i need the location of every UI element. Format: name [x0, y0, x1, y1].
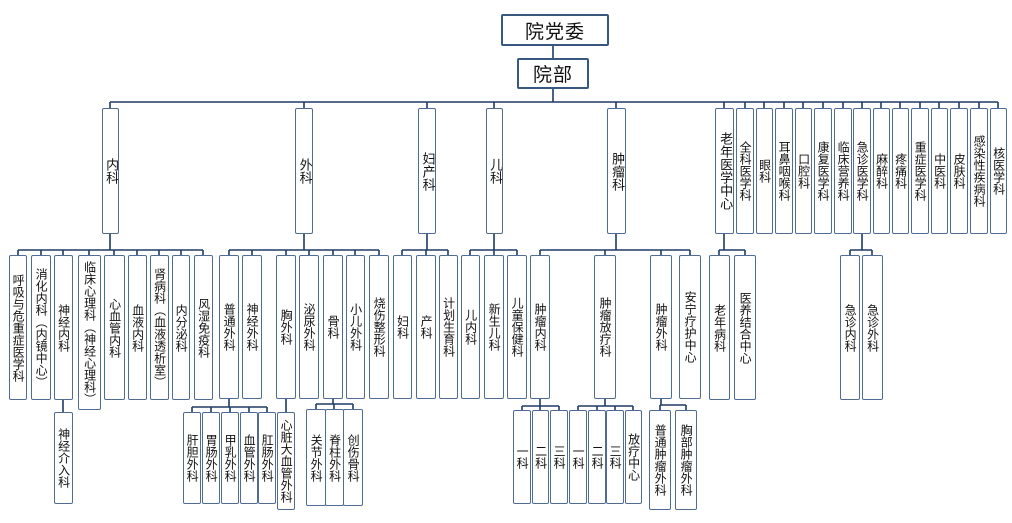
node-endocrinology: 内分泌科 — [172, 255, 190, 400]
node-hematology: 血液内科 — [128, 255, 147, 400]
node-medical-oncology-ward-3: 三科 — [550, 410, 568, 504]
connector-neike — [17, 234, 204, 412]
node-vascular-surgery: 血管外科 — [240, 412, 258, 504]
node-child-health: 儿童保健科 — [507, 255, 527, 399]
node-nuclear-medicine: 核医学科 — [990, 108, 1007, 234]
node-general-surgery: 普通外科 — [219, 255, 239, 399]
node-ophthalmology: 眼科 — [756, 108, 773, 234]
node-neonatology: 新生儿科 — [484, 255, 504, 399]
node-anorectal-surgery: 肛肠外科 — [258, 412, 276, 504]
node-geriatric-center: 老年医学中心 — [715, 108, 734, 234]
node-thyroid-breast-surgery: 甲乳外科 — [221, 412, 239, 504]
node-neurology: 神经内科 — [54, 255, 73, 400]
connector-jizhen — [849, 234, 873, 255]
node-medical-oncology-ward-1: 一科 — [513, 410, 531, 504]
node-surgery: 外科 — [295, 108, 313, 234]
node-internal-medicine: 内科 — [102, 108, 119, 234]
node-pediatric-internal: 儿内科 — [461, 255, 480, 399]
node-pediatrics: 儿科 — [486, 108, 503, 234]
node-emergency-surgery: 急诊外科 — [862, 255, 883, 400]
node-respiratory: 呼吸与危重症医学科 — [9, 255, 27, 400]
node-obstetrics-gynecology: 妇产科 — [418, 108, 436, 234]
node-joint-surgery: 关节外科 — [306, 409, 326, 506]
node-medical-elderly-care-center: 医养结合中心 — [734, 255, 756, 400]
node-clinical-psychology: 临床心理科（神经心理科） — [78, 255, 101, 410]
node-hepatobiliary-surgery: 肝胆外科 — [183, 412, 201, 504]
node-radiation-oncology: 肿瘤放疗科 — [594, 255, 616, 399]
node-gynecology: 妇科 — [393, 255, 412, 399]
node-emergency-internal: 急诊内科 — [840, 255, 860, 400]
node-infectious-disease: 感染性疾病科 — [970, 108, 988, 234]
node-cardiology: 心血管内科 — [104, 255, 125, 400]
node-hospital-administration: 院部 — [517, 58, 589, 89]
node-rheumatology: 风湿免疫科 — [194, 255, 213, 400]
node-oncology: 肿瘤科 — [607, 108, 626, 234]
node-thoracic-surgery: 胸外科 — [276, 255, 296, 399]
node-burns-plastic: 烧伤整形科 — [369, 255, 389, 399]
node-gastroenterology: 消化内科（内镜中心） — [31, 255, 51, 400]
connector-main-drops — [109, 102, 999, 108]
node-neurosurgery: 神经外科 — [242, 255, 262, 399]
node-medical-oncology: 肿瘤内科 — [530, 255, 550, 399]
node-tcm: 中医科 — [931, 108, 948, 234]
node-radiotherapy-ward-3: 三科 — [606, 410, 624, 504]
node-hospital-party-committee: 院党委 — [501, 14, 609, 46]
node-general-surgical-oncology: 普通肿瘤外科 — [649, 410, 671, 510]
connector-waike — [191, 234, 380, 412]
connector-zhongliu — [521, 234, 691, 410]
node-radiotherapy-ward-1: 一科 — [569, 410, 587, 504]
node-orthopedics: 骨科 — [323, 255, 343, 399]
node-neuro-intervention: 神经介入科 — [54, 412, 73, 504]
node-stomatology: 口腔科 — [795, 108, 812, 234]
node-rehabilitation: 康复医学科 — [814, 108, 832, 234]
node-cardiac-great-vessel-surgery: 心脏大血管外科 — [277, 412, 295, 510]
connector-main-trunk — [110, 89, 998, 103]
connector-laonian — [718, 234, 746, 255]
node-ent: 耳鼻咽喉科 — [775, 108, 793, 234]
node-pediatric-surgery: 小儿外科 — [346, 255, 365, 399]
node-obstetrics: 产科 — [416, 255, 436, 399]
node-hospice-center: 安宁疗护中心 — [679, 255, 701, 399]
node-spine-surgery: 脊柱外科 — [325, 409, 344, 506]
node-medical-oncology-ward-2: 二科 — [532, 410, 549, 504]
node-anesthesiology: 麻醉科 — [873, 108, 890, 234]
node-critical-care: 重症医学科 — [911, 108, 929, 234]
node-family-planning: 计划生育科 — [439, 255, 458, 399]
node-trauma-orthopedics: 创伤骨科 — [343, 409, 363, 506]
node-clinical-nutrition: 临床营养科 — [834, 108, 852, 234]
node-thoracic-surgical-oncology: 胸部肿瘤外科 — [675, 410, 697, 510]
connector-erke — [469, 234, 518, 255]
node-surgical-oncology: 肿瘤外科 — [650, 255, 672, 399]
node-nephrology: 肾病科（血液透析室） — [150, 255, 169, 400]
node-dermatology: 皮肤科 — [950, 108, 968, 234]
node-general-practice: 全科医学科 — [736, 108, 754, 234]
node-geriatrics: 老年病科 — [709, 255, 730, 400]
node-pain: 疼痛科 — [892, 108, 909, 234]
node-radiotherapy-ward-2: 二科 — [588, 410, 606, 504]
node-gastrointestinal-surgery: 胃肠外科 — [202, 412, 220, 504]
connector-fuchan — [401, 234, 449, 255]
node-radiotherapy-center: 放疗中心 — [625, 410, 642, 504]
node-emergency-medicine: 急诊医学科 — [853, 108, 871, 234]
node-urology: 泌尿外科 — [299, 255, 319, 399]
